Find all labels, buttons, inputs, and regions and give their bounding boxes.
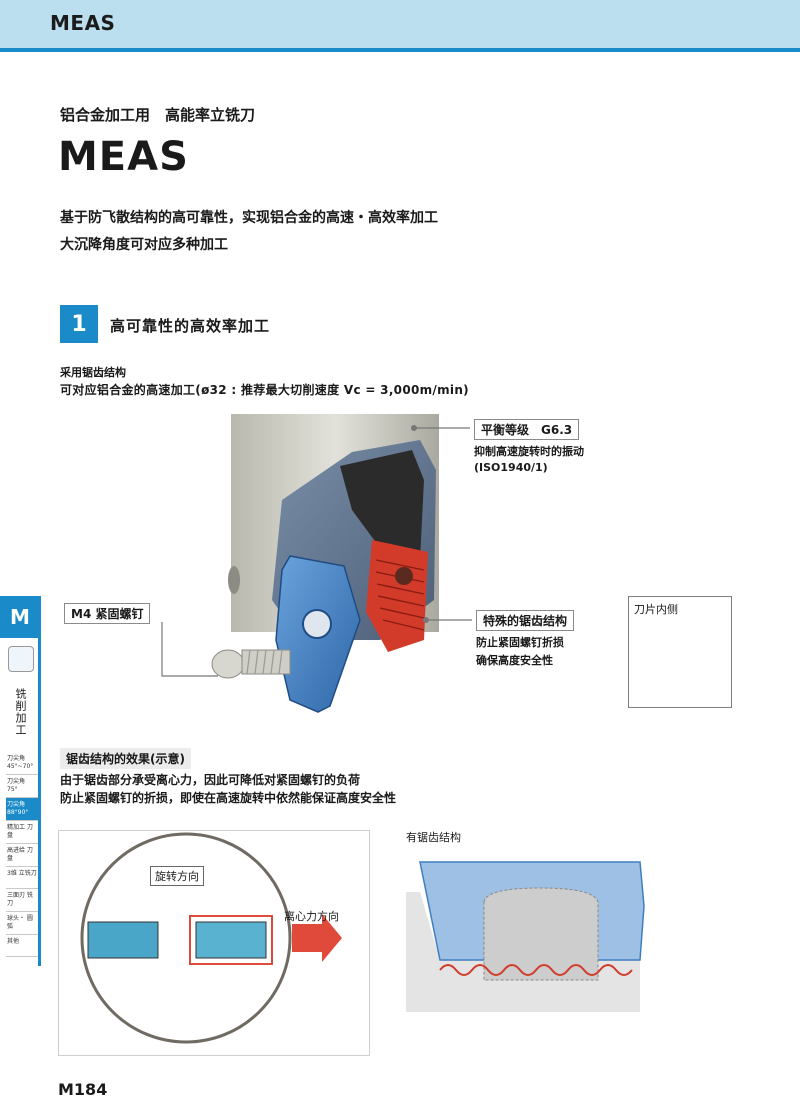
balance-leader-dot <box>411 425 417 431</box>
side-nav-item[interactable]: 高进给 刀盘 <box>6 844 38 867</box>
serration-block <box>366 540 428 652</box>
header-title: MEAS <box>50 11 116 35</box>
screw-shank <box>241 649 291 675</box>
serration-schematic-bg <box>406 892 640 1012</box>
serration-desc-1: 防止紧固螺钉折损 <box>476 636 564 649</box>
header-rule <box>0 48 800 52</box>
serration-note: 采用锯齿结构 <box>60 366 126 379</box>
insert-inner-label: 刀片内侧 <box>634 603 678 616</box>
effect-line-1: 由于锯齿部分承受离心力，因此可降低对紧固螺钉的负荷 <box>60 773 361 787</box>
side-nav-item[interactable]: 球头・ 圆弧 <box>6 912 38 935</box>
insert-inner-frame <box>628 596 732 708</box>
effect-title: 锯齿结构的效果(示意) <box>60 748 191 769</box>
effect-line-2: 防止紧固螺钉的折损，即使在高速旋转中依然能保证高度安全性 <box>60 791 397 805</box>
balance-grade-label: 平衡等级 G6.3 <box>474 419 580 440</box>
screw-label: M4 紧固螺钉 <box>64 603 151 624</box>
side-nav-list: 刀尖角 45°~70° 刀尖角 75° 刀尖角 88°90° 精加工 刀盘 高进… <box>6 752 38 957</box>
rotation-label: 旋转方向 <box>150 866 204 886</box>
side-nav-item[interactable]: 精加工 刀盘 <box>6 821 38 844</box>
serration-label: 特殊的锯齿结构 <box>476 610 575 631</box>
serration-leader-dot <box>423 617 429 623</box>
section-number-badge: 1 <box>60 305 98 343</box>
serration-schematic-insert <box>419 861 645 961</box>
screw-leader <box>161 622 218 677</box>
lead-line-2: 大沉降角度可对应多种加工 <box>60 237 228 253</box>
body-hole <box>228 566 240 594</box>
centrifugal-label: 离心力方向 <box>284 910 339 923</box>
serration-teeth <box>375 559 425 631</box>
page-number: M184 <box>58 1080 108 1099</box>
pocket-shadow <box>340 450 424 560</box>
serration-desc-2: 确保高度安全性 <box>476 654 553 667</box>
insert-hole <box>302 609 332 639</box>
tool-body <box>231 414 439 632</box>
side-nav-item[interactable]: 三面刃 铣刀 <box>6 889 38 912</box>
milling-icon <box>8 646 34 672</box>
side-vertical-label: 铣削加工 <box>14 688 27 736</box>
screw-head <box>211 649 245 679</box>
product-subtitle: 铝合金加工用 高能率立铣刀 <box>60 106 256 124</box>
screw-hole <box>395 567 413 585</box>
product-title: MEAS <box>58 134 189 180</box>
balance-desc-2: (ISO1940/1) <box>474 461 548 474</box>
side-tab-letter[interactable]: M <box>0 596 40 638</box>
side-nav-item[interactable]: 刀尖角 45°~70° <box>6 752 38 775</box>
balance-desc-1: 抑制高速旋转时的振动 <box>474 445 584 458</box>
header-band <box>0 0 800 48</box>
serration-zigzag <box>439 964 633 976</box>
lead-line-1: 基于防飞散结构的高可靠性，实现铝合金的高速・高效率加工 <box>60 210 438 226</box>
side-nav-item[interactable]: 其他 <box>6 935 38 957</box>
side-nav-item[interactable]: 3维 立铣刀 <box>6 867 38 889</box>
section-title: 高可靠性的高效率加工 <box>110 317 271 335</box>
insert <box>275 555 361 713</box>
speed-note: 可对应铝合金的高速加工(ø32 : 推荐最大切削速度 Vc = 3,000m/m… <box>60 383 469 397</box>
screw-threads <box>246 649 283 675</box>
photo-frame <box>58 830 370 1056</box>
side-nav-item-active[interactable]: 刀尖角 88°90° <box>6 798 38 821</box>
side-strip <box>38 596 41 966</box>
serration-schematic-screw <box>483 887 599 981</box>
side-nav-item[interactable]: 刀尖角 75° <box>6 775 38 798</box>
serration-schematic-label: 有锯齿结构 <box>406 831 461 844</box>
insert-pocket <box>272 440 436 640</box>
